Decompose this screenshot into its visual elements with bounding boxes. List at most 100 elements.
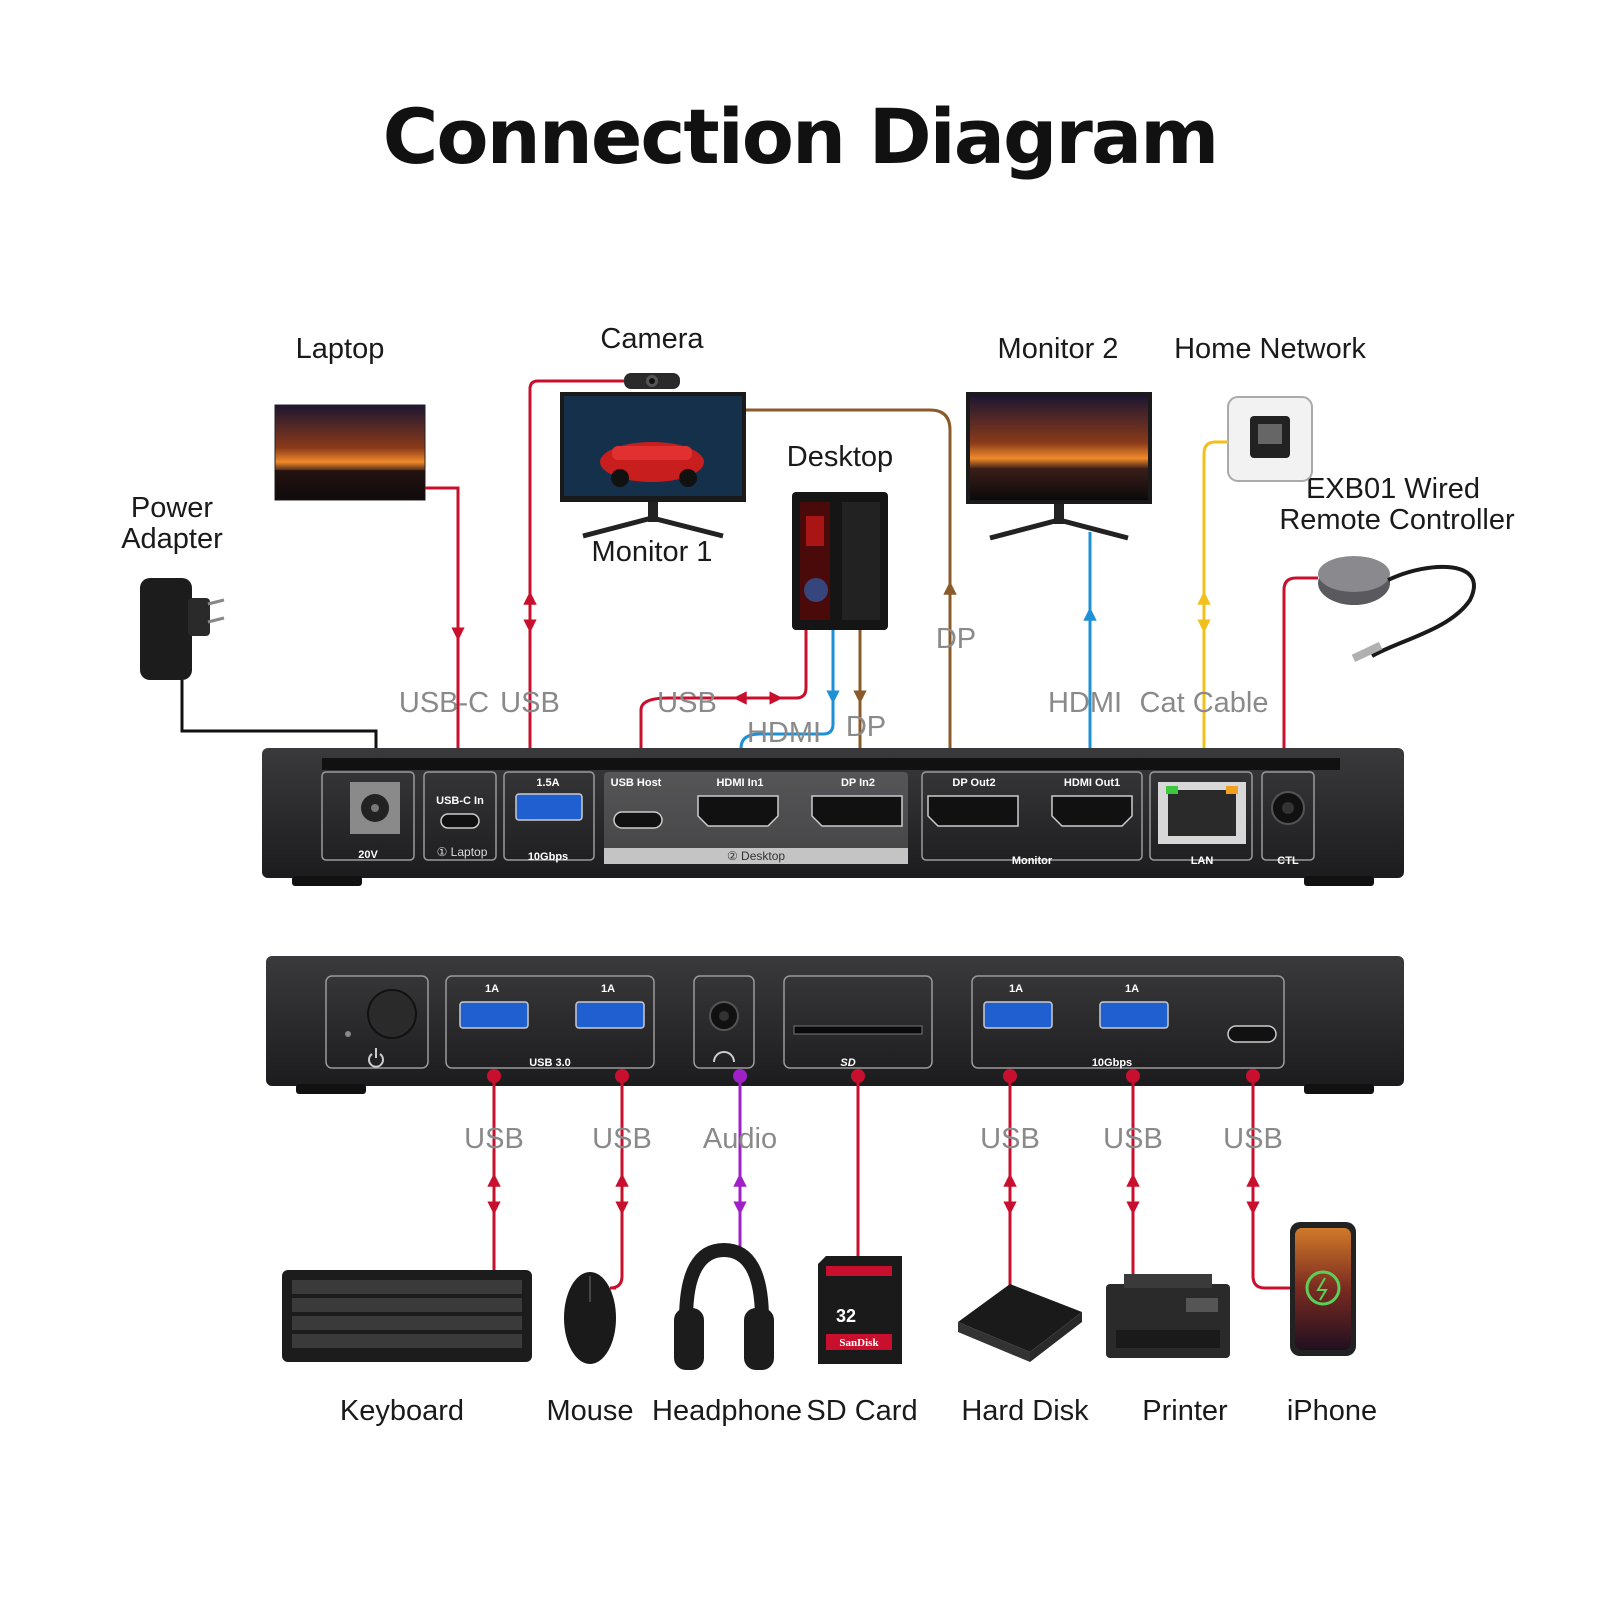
power-cable (180, 680, 378, 764)
device-label-hard-disk: Hard Disk (961, 1395, 1089, 1427)
remote-label-line2: Remote Controller (1279, 504, 1515, 536)
hard-disk-icon (958, 1284, 1082, 1362)
monitor1-dp-cable (746, 408, 952, 764)
remote-controller-icon (1318, 556, 1476, 662)
usb30-group: 1A 1A USB 3.0 (445, 975, 655, 1069)
keyboard-port-dot (487, 1069, 501, 1083)
usb-host-cable-label: USB (657, 687, 717, 719)
iphone-port-dot (1246, 1069, 1260, 1083)
ctl-port[interactable]: CTL (1261, 771, 1315, 867)
dp-in-cable-label: DP (846, 711, 886, 743)
usb-1-5a-label: 1.5A (536, 777, 559, 789)
desktop-hdmi-cable (739, 630, 835, 764)
usb10-group-label: 10Gbps (1092, 1057, 1132, 1069)
dock-front-panel (266, 956, 1404, 1094)
keyboard-icon (282, 1270, 532, 1362)
bottom-cables (487, 1069, 1290, 1292)
printer-icon (1106, 1274, 1230, 1358)
hard-disk-port-dot (1003, 1069, 1017, 1083)
audio-jack-port[interactable] (693, 975, 755, 1069)
desktop-group-label: ② Desktop (727, 849, 785, 863)
laptop-label: Laptop (296, 333, 385, 365)
headphone-device-icon (674, 1242, 774, 1370)
bottom-cable-label-2: USB (592, 1123, 652, 1155)
monitor-group-box (921, 771, 1143, 861)
usbc-cable-label: USB-C (399, 687, 489, 719)
usb-a2-port[interactable] (575, 1001, 645, 1029)
desktop-tower-icon (792, 492, 888, 630)
monitor2-image (966, 392, 1152, 541)
usb-a-1-5a-port[interactable]: 1.5A 10Gbps (503, 771, 595, 863)
power-jack-port[interactable]: 20V (321, 771, 415, 861)
headphone-icon (713, 1051, 735, 1063)
power-adapter-label-line2: Adapter (121, 523, 223, 555)
ctl-port-label: CTL (1277, 855, 1299, 867)
mouse-cable (609, 1076, 624, 1290)
power-port-label: 20V (358, 849, 378, 861)
usb-a3-port[interactable] (983, 1001, 1053, 1029)
dp-out2-port[interactable]: DP Out2 (927, 777, 1019, 827)
usb-c-front-port[interactable] (1227, 1025, 1277, 1043)
remote-label-line1: EXB01 Wired (1306, 473, 1480, 505)
dp-out-cable-label: DP (936, 623, 976, 655)
usb-cable-label: USB (500, 687, 560, 719)
diagram-title: Connection Diagram (382, 92, 1220, 181)
camera-label: Camera (600, 323, 704, 355)
sd-card-port-dot (851, 1069, 865, 1083)
hdmi-out-cable-label: HDMI (1048, 687, 1122, 719)
mouse-port-dot (615, 1069, 629, 1083)
bottom-cable-label-6: USB (1223, 1123, 1283, 1155)
sd-card-icon: 32 SanDisk (818, 1256, 902, 1364)
hdmi-in1-port[interactable]: HDMI In1 (697, 777, 779, 827)
headphone-port-dot (733, 1069, 747, 1083)
laptop-screen (274, 404, 426, 501)
lan-port-label: LAN (1191, 855, 1214, 867)
usb-a4-port[interactable] (1099, 1001, 1169, 1029)
camera-usb-cable (528, 379, 624, 764)
desktop-usb-host-cable (639, 630, 808, 764)
power-button[interactable] (325, 975, 429, 1069)
device-label-keyboard: Keyboard (340, 1395, 464, 1427)
sd-card-slot[interactable]: SD (783, 975, 933, 1069)
usb-10g-label: 10Gbps (528, 851, 568, 863)
usb-host-port[interactable]: USB Host (611, 777, 663, 829)
iphone-cable (1251, 1076, 1290, 1290)
monitor1-image (560, 392, 746, 539)
iphone-icon (1290, 1222, 1356, 1356)
usbc-in-label: USB-C In (436, 795, 484, 807)
ethernet-wall-socket-icon (1227, 396, 1313, 482)
lan-port[interactable]: LAN (1149, 771, 1253, 867)
hdmi-out1-label: HDMI Out1 (1064, 777, 1120, 789)
printer-port-dot (1126, 1069, 1140, 1083)
device-label-iphone: iPhone (1287, 1395, 1377, 1427)
dp-out2-label: DP Out2 (952, 777, 995, 789)
laptop-usbc-cable (425, 486, 460, 764)
device-label-printer: Printer (1142, 1395, 1228, 1427)
hdmi-out1-port[interactable]: HDMI Out1 (1051, 777, 1133, 827)
lan-cable (1202, 440, 1228, 764)
usb-a3-rating: 1A (1009, 983, 1023, 995)
monitor1-label: Monitor 1 (592, 536, 713, 568)
power-adapter-label-line1: Power (131, 492, 214, 524)
desktop-label: Desktop (787, 441, 893, 473)
usb-a1-port[interactable] (459, 1001, 529, 1029)
cat-cable-label: Cat Cable (1140, 687, 1269, 719)
usb-a1-rating: 1A (485, 983, 499, 995)
desktop-group-strip (604, 848, 908, 864)
ctl-cable (1282, 576, 1318, 764)
hdmi-in-cable-label: HDMI (747, 717, 821, 749)
monitor-group-label: Monitor (1012, 855, 1053, 867)
usb30-group-label: USB 3.0 (529, 1057, 571, 1069)
dp-in2-port[interactable]: DP In2 (811, 777, 903, 827)
usb-a4-rating: 1A (1125, 983, 1139, 995)
sd-brand: SanDisk (839, 1337, 879, 1349)
power-adapter-icon (140, 578, 225, 680)
sd-capacity: 32 (836, 1306, 856, 1326)
usb-host-label: USB Host (611, 777, 662, 789)
monitor2-label: Monitor 2 (998, 333, 1119, 365)
laptop-group-label: ① Laptop (437, 845, 488, 859)
bottom-cable-label-3: Audio (703, 1123, 777, 1155)
usbc-in-port[interactable]: USB-C In ① Laptop (423, 771, 497, 861)
camera-icon (624, 373, 680, 389)
